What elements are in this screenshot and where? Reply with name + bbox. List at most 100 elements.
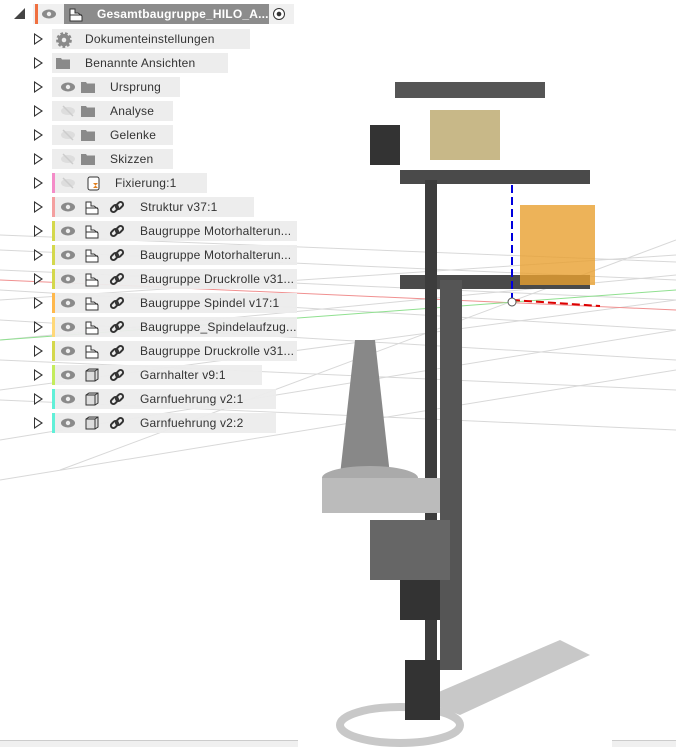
expand-triangle-icon[interactable] bbox=[34, 297, 43, 309]
eye-icon[interactable] bbox=[60, 247, 76, 263]
expand-triangle-icon[interactable] bbox=[34, 273, 43, 285]
item-label: Analyse bbox=[110, 104, 155, 118]
eye-hidden-icon[interactable] bbox=[60, 103, 76, 119]
color-bar bbox=[52, 197, 55, 217]
expand-triangle-icon[interactable] bbox=[34, 177, 43, 189]
item-label: Gelenke bbox=[110, 128, 157, 142]
body-icon bbox=[84, 367, 100, 383]
expand-triangle-icon[interactable] bbox=[34, 81, 43, 93]
assembly-icon bbox=[84, 343, 100, 359]
eye-icon[interactable] bbox=[41, 6, 57, 22]
tree-item-garnfuehrung-v2-2[interactable]: Garnfuehrung v2:2 bbox=[0, 413, 300, 433]
expand-triangle-icon[interactable] bbox=[34, 33, 43, 45]
body-icon bbox=[84, 391, 100, 407]
color-bar bbox=[52, 269, 55, 289]
body-icon bbox=[84, 415, 100, 431]
tree-item-ursprung[interactable]: Ursprung bbox=[0, 77, 300, 97]
eye-icon[interactable] bbox=[60, 319, 76, 335]
assembly-icon bbox=[84, 223, 100, 239]
item-label: Struktur v37:1 bbox=[140, 200, 218, 214]
eye-icon[interactable] bbox=[60, 271, 76, 287]
tree-item-fixierung-1[interactable]: Fixierung:1 bbox=[0, 173, 300, 193]
color-bar bbox=[52, 413, 55, 433]
item-label: Garnfuehrung v2:1 bbox=[140, 392, 244, 406]
root-label-bg bbox=[64, 4, 269, 24]
eye-hidden-icon[interactable] bbox=[60, 151, 76, 167]
tree-item-dokumenteinstellungen[interactable]: Dokumenteinstellungen bbox=[0, 29, 300, 49]
link-icon bbox=[109, 367, 125, 383]
tree-item-gelenke[interactable]: Gelenke bbox=[0, 125, 300, 145]
item-label: Skizzen bbox=[110, 152, 154, 166]
expand-triangle-icon[interactable] bbox=[34, 393, 43, 405]
item-label: Fixierung:1 bbox=[115, 176, 177, 190]
expand-triangle-icon[interactable] bbox=[34, 249, 43, 261]
row-bg bbox=[52, 53, 229, 73]
eye-icon[interactable] bbox=[60, 415, 76, 431]
row-bg bbox=[52, 389, 277, 409]
eye-icon[interactable] bbox=[60, 295, 76, 311]
tree-item-baugruppe-spindelaufzug[interactable]: Baugruppe_Spindelaufzug... bbox=[0, 317, 300, 337]
tree-item-baugruppe-druckrolle-v31[interactable]: Baugruppe Druckrolle v31... bbox=[0, 341, 300, 361]
expand-triangle-icon[interactable] bbox=[34, 153, 43, 165]
eye-icon[interactable] bbox=[60, 391, 76, 407]
color-bar bbox=[35, 4, 38, 24]
eye-icon[interactable] bbox=[60, 199, 76, 215]
row-bg bbox=[52, 197, 255, 217]
link-icon bbox=[109, 319, 125, 335]
activate-radio-icon[interactable] bbox=[273, 8, 285, 20]
collapse-triangle-icon[interactable] bbox=[14, 8, 25, 19]
expand-triangle-icon[interactable] bbox=[34, 345, 43, 357]
machine-model bbox=[322, 82, 601, 720]
root-label[interactable]: Gesamtbaugruppe_HILO_A... bbox=[97, 7, 269, 21]
link-icon bbox=[109, 271, 125, 287]
expand-triangle-icon[interactable] bbox=[34, 129, 43, 141]
item-label: Baugruppe Motorhalterun... bbox=[140, 224, 292, 238]
nav-bar[interactable] bbox=[612, 740, 676, 747]
tree-item-baugruppe-motorhalterun[interactable]: Baugruppe Motorhalterun... bbox=[0, 245, 300, 265]
row-bg bbox=[52, 29, 251, 49]
link-icon bbox=[109, 223, 125, 239]
color-bar bbox=[52, 317, 55, 337]
tree-item-garnhalter-v9-1[interactable]: Garnhalter v9:1 bbox=[0, 365, 300, 385]
expand-triangle-icon[interactable] bbox=[34, 321, 43, 333]
folder-icon bbox=[80, 151, 96, 167]
eye-hidden-icon[interactable] bbox=[60, 127, 76, 143]
color-bar bbox=[52, 389, 55, 409]
tree-item-skizzen[interactable]: Skizzen bbox=[0, 149, 300, 169]
eye-icon[interactable] bbox=[60, 367, 76, 383]
link-icon bbox=[109, 199, 125, 215]
eye-icon[interactable] bbox=[60, 223, 76, 239]
item-label: Baugruppe Motorhalterun... bbox=[140, 248, 292, 262]
tree-item-struktur-v37-1[interactable]: Struktur v37:1 bbox=[0, 197, 300, 217]
tree-item-garnfuehrung-v2-1[interactable]: Garnfuehrung v2:1 bbox=[0, 389, 300, 409]
tree-item-analyse[interactable]: Analyse bbox=[0, 101, 300, 121]
expand-triangle-icon[interactable] bbox=[34, 417, 43, 429]
eye-hidden-icon[interactable] bbox=[60, 175, 76, 191]
expand-triangle-icon[interactable] bbox=[34, 57, 43, 69]
item-label: Dokumenteinstellungen bbox=[85, 32, 215, 46]
browser-root-row[interactable]: Gesamtbaugruppe_HILO_A... bbox=[0, 4, 300, 24]
assembly-icon bbox=[84, 319, 100, 335]
shadow bbox=[336, 640, 590, 747]
tree-item-benannte-ansichten[interactable]: Benannte Ansichten bbox=[0, 53, 300, 73]
assembly-icon bbox=[68, 6, 84, 22]
expand-triangle-icon[interactable] bbox=[34, 105, 43, 117]
eye-icon[interactable] bbox=[60, 79, 76, 95]
item-label: Garnhalter v9:1 bbox=[140, 368, 226, 382]
item-label: Benannte Ansichten bbox=[85, 56, 196, 70]
ground-grid bbox=[0, 234, 676, 481]
row-bg bbox=[52, 365, 262, 385]
expand-triangle-icon[interactable] bbox=[34, 201, 43, 213]
color-bar bbox=[52, 341, 55, 361]
eye-icon[interactable] bbox=[60, 343, 76, 359]
tree-item-baugruppe-motorhalterun[interactable]: Baugruppe Motorhalterun... bbox=[0, 221, 300, 241]
link-icon bbox=[109, 343, 125, 359]
expand-triangle-icon[interactable] bbox=[34, 369, 43, 381]
color-bar bbox=[52, 173, 55, 193]
tree-item-baugruppe-druckrolle-v31[interactable]: Baugruppe Druckrolle v31... bbox=[0, 269, 300, 289]
folder-icon bbox=[80, 103, 96, 119]
tree-item-baugruppe-spindel-v17-1[interactable]: Baugruppe Spindel v17:1 bbox=[0, 293, 300, 313]
expand-triangle-icon[interactable] bbox=[34, 225, 43, 237]
gear-icon bbox=[55, 31, 72, 48]
